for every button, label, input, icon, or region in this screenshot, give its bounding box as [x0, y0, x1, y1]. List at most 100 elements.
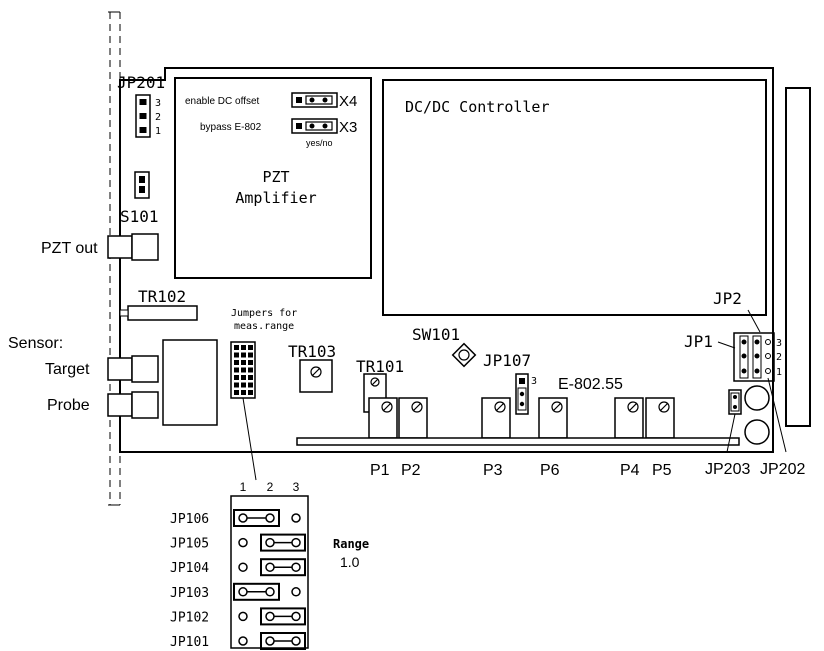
target-connector	[107, 355, 159, 383]
pin	[241, 345, 246, 350]
jumpers-label-line1: Jumpers for	[231, 308, 297, 319]
pin	[234, 360, 239, 365]
tr102-trimmer	[119, 305, 198, 321]
pin	[234, 367, 239, 373]
jumper-bridge	[233, 509, 280, 527]
jp201-pin3: 3	[155, 98, 161, 109]
jp107-jumper	[515, 373, 529, 415]
pin	[248, 382, 253, 388]
yes-no-label: yes/no	[306, 138, 333, 148]
bypass-e802-label: bypass E-802	[200, 122, 262, 133]
pin	[241, 367, 246, 373]
range-row-label: JP101	[170, 635, 209, 650]
range-row-label: JP104	[170, 561, 209, 576]
pin	[248, 345, 253, 350]
jumper-bridge	[260, 558, 306, 577]
target-label: Target	[45, 361, 90, 378]
jp203-label: JP203	[705, 461, 750, 478]
board-outline	[119, 67, 774, 453]
dc-controller-box	[382, 79, 767, 316]
pin	[248, 390, 253, 395]
jp1-pin2: 2	[776, 352, 782, 363]
jumper-bridge	[260, 533, 306, 552]
jp201-pin1: 1	[155, 126, 161, 137]
x3-jumper	[291, 118, 338, 134]
potentiometer	[614, 397, 644, 439]
probe-label: Probe	[47, 397, 90, 414]
tr103-trimmer	[299, 359, 333, 393]
pzt-amplifier-title-line1: PZT	[262, 168, 289, 186]
jumper-pin	[291, 537, 301, 548]
jumper-pin-open	[238, 537, 248, 548]
jumper-pin-open	[238, 636, 248, 646]
x3-label: X3	[339, 119, 357, 136]
range-row-label: JP105	[170, 537, 209, 552]
range-jumper-block	[230, 341, 256, 399]
pin	[241, 375, 246, 380]
s101-switch	[134, 171, 150, 199]
jumper-pin	[265, 636, 275, 646]
jumper-bridge	[260, 632, 306, 650]
tr102-label: TR102	[138, 287, 186, 306]
jp1-pin1: 1	[776, 367, 782, 378]
jumper-pin-open	[238, 562, 248, 572]
s101-label: S101	[120, 207, 159, 226]
jumper-pin	[291, 611, 301, 622]
jp201-label: JP201	[117, 73, 165, 92]
jumper-pin-open	[238, 611, 248, 622]
component-bar	[296, 437, 740, 446]
range-col-header-2: 2	[267, 480, 274, 494]
potentiometers	[368, 397, 675, 439]
pin	[234, 390, 239, 395]
tr101-label: TR101	[356, 357, 404, 376]
jumper-pin	[291, 636, 301, 646]
jp1-jp2-jumper-block	[733, 332, 775, 382]
pin	[241, 382, 246, 388]
p5-label: P5	[652, 462, 672, 479]
jumper-pin	[265, 562, 275, 572]
pin	[234, 345, 239, 350]
pzt-out-label: PZT out	[41, 240, 98, 257]
pzt-out-connector	[107, 233, 159, 261]
potentiometer	[538, 397, 568, 439]
jp1-pin3: 3	[776, 338, 782, 349]
jp2-label: JP2	[713, 289, 742, 308]
potentiometer	[481, 397, 511, 439]
sw101-switch	[451, 342, 477, 368]
jp107-label: JP107	[483, 351, 531, 370]
dc-controller-title: DC/DC Controller	[405, 98, 550, 116]
p3-label: P3	[483, 462, 503, 479]
range-row-label: JP106	[170, 512, 209, 527]
pin	[234, 352, 239, 358]
jp201-jumper	[135, 94, 151, 138]
jp107-pin3: 3	[531, 376, 537, 387]
mounting-hole	[744, 419, 770, 445]
pin	[248, 375, 253, 380]
jumper-bridge	[233, 582, 280, 601]
jumper-pin-open	[291, 587, 301, 597]
jumper-pin	[238, 587, 248, 597]
jumper-pin	[265, 611, 275, 622]
pzt-amplifier-title-line2: Amplifier	[235, 189, 316, 207]
range-row-label: JP102	[170, 610, 209, 625]
jp203-jumper	[728, 389, 742, 415]
p1-label: P1	[370, 462, 390, 479]
potentiometer	[398, 397, 428, 439]
p4-label: P4	[620, 462, 640, 479]
p2-label: P2	[401, 462, 421, 479]
potentiometer	[368, 397, 398, 439]
sensor-module	[162, 339, 218, 426]
jp201-pin2: 2	[155, 112, 161, 123]
pin	[241, 390, 246, 395]
jumper-pin	[265, 513, 275, 523]
jumper-pin	[291, 562, 301, 572]
pin	[248, 352, 253, 358]
jumper-pin	[265, 537, 275, 548]
pzt-amplifier-box	[174, 77, 372, 279]
range-col-header-1: 1	[240, 480, 247, 494]
jp1-label: JP1	[684, 332, 713, 351]
x4-jumper	[291, 92, 338, 108]
enable-dc-offset-label: enable DC offset	[185, 96, 260, 107]
